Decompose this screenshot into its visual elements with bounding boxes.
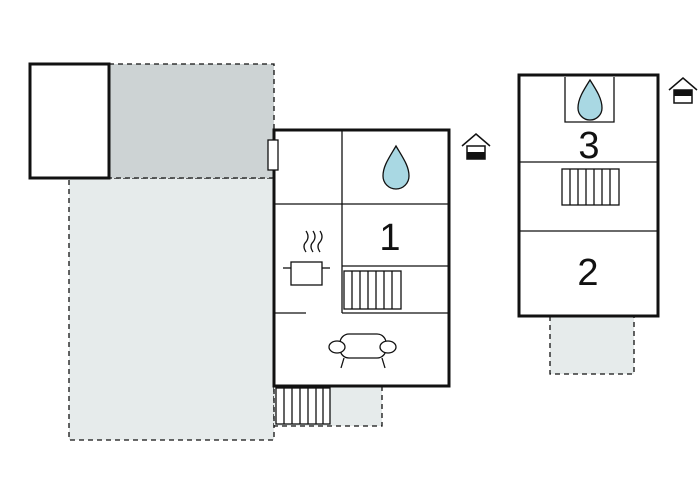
cooking-pot-icon (283, 230, 330, 286)
terrace-large (68, 177, 275, 441)
terraces (68, 63, 635, 441)
bed-icon (561, 168, 620, 206)
room-number-3: 3 (578, 125, 599, 167)
bed-icon (343, 270, 402, 310)
sofa-icon (328, 333, 397, 369)
water-drop-icon (382, 144, 410, 190)
terrace-annex (549, 315, 635, 375)
outbuilding (28, 62, 111, 180)
house-floor-icon (668, 77, 698, 104)
door-marker (267, 139, 279, 171)
house-floor-icon (461, 133, 491, 160)
room-number-1: 1 (379, 217, 400, 259)
terrace-upper (108, 63, 275, 179)
stairs-icon (275, 387, 331, 425)
water-drop-icon (577, 78, 603, 121)
room-number-2: 2 (577, 252, 598, 294)
